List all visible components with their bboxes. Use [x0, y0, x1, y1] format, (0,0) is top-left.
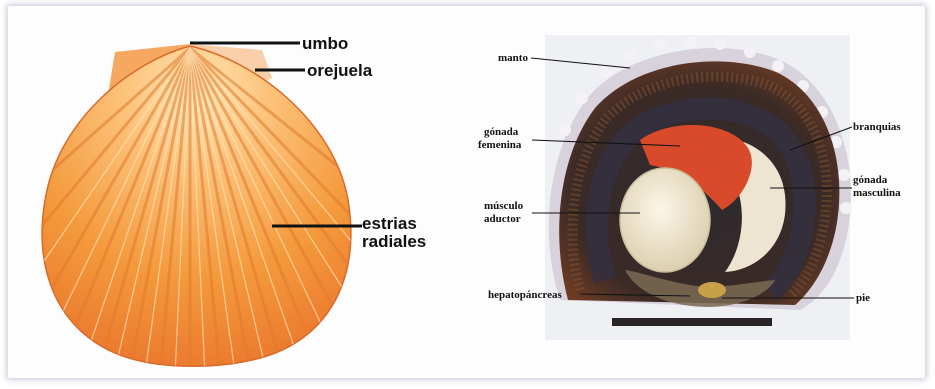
label-gonada-masculina-1: gónada	[853, 174, 888, 186]
label-musculo-2: aductor	[484, 213, 521, 225]
label-hepatopancreas: hepatopáncreas	[488, 289, 562, 301]
hinge-base	[612, 318, 772, 326]
label-gonada-femenina-2: femenina	[478, 139, 522, 151]
label-branquias: branquias	[853, 121, 901, 133]
foot	[698, 282, 726, 298]
adductor-muscle	[620, 168, 710, 272]
label-pie: pie	[856, 292, 870, 304]
label-radiales: radiales	[362, 232, 426, 251]
label-umbo: umbo	[302, 34, 348, 53]
label-orejuela: orejuela	[307, 61, 373, 80]
label-manto: manto	[498, 52, 528, 64]
label-gonada-femenina-1: gónada	[484, 126, 519, 138]
label-estrias: estrias	[362, 214, 417, 233]
label-gonada-masculina-2: masculina	[853, 187, 901, 199]
label-musculo-1: músculo	[484, 200, 524, 212]
scallop-shell-exterior	[30, 44, 360, 376]
